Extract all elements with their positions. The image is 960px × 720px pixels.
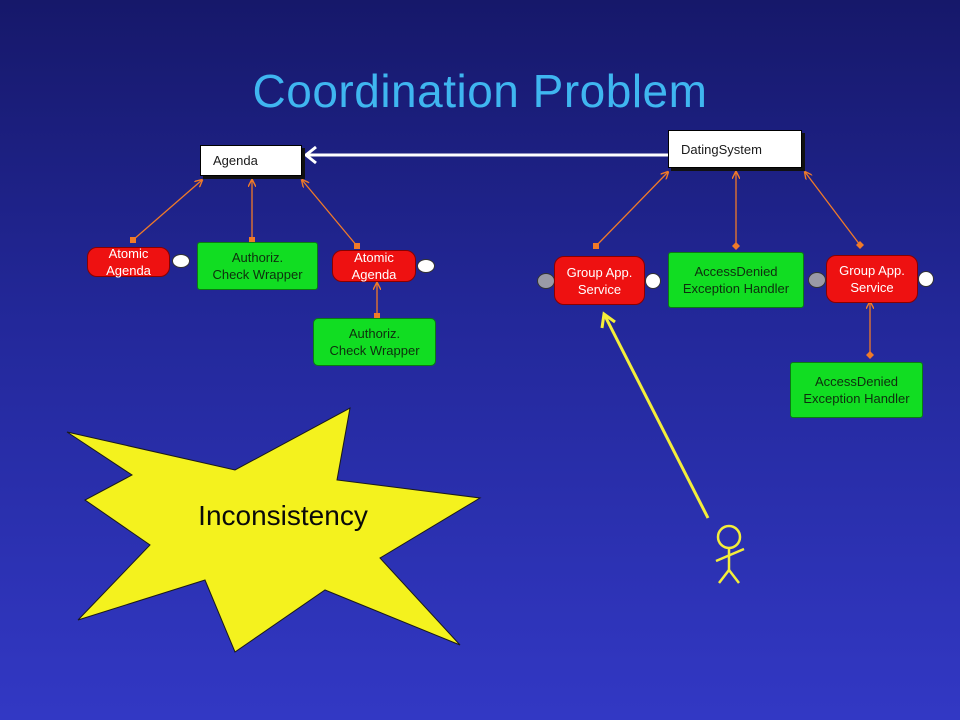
connector-group-app-service-2 xyxy=(805,172,864,249)
connector-group-app-service-1 xyxy=(593,172,668,249)
connector-access-denied-2 xyxy=(866,302,874,359)
inconsistency-burst xyxy=(66,407,482,653)
access-denied-handler-2-label: AccessDenied Exception Handler xyxy=(803,374,910,406)
agenda-label: Agenda xyxy=(213,153,258,168)
connector-authoriz-check-1 xyxy=(249,180,255,243)
access-denied-handler-2: AccessDenied Exception Handler xyxy=(790,362,923,418)
group-app-service-2-port-right xyxy=(918,271,934,287)
authoriz-check-wrapper-2: Authoriz. Check Wrapper xyxy=(313,318,436,366)
authoriz-check-wrapper-2-label: Authoriz. Check Wrapper xyxy=(329,326,420,358)
actor-arrow xyxy=(600,311,710,519)
atomic-agenda-1-port xyxy=(172,254,190,268)
group-app-service-1-port-left xyxy=(537,273,555,289)
group-app-service-2-port-left xyxy=(808,272,826,288)
dating-system-box: DatingSystem xyxy=(668,130,802,168)
connector-authoriz-check-2 xyxy=(374,283,380,319)
access-denied-handler-1: AccessDenied Exception Handler xyxy=(668,252,804,308)
dating-system-label: DatingSystem xyxy=(681,141,762,157)
atomic-agenda-2-label: Atomic Agenda xyxy=(351,250,397,282)
group-app-service-1: Group App. Service xyxy=(554,256,645,305)
connector-atomic-agenda-1 xyxy=(130,180,202,243)
inconsistency-label: Inconsistency xyxy=(198,500,368,531)
group-app-service-2-label: Group App. Service xyxy=(839,263,905,295)
connector-atomic-agenda-2 xyxy=(302,180,360,249)
user-stick-figure xyxy=(715,524,745,584)
connector-access-denied-1 xyxy=(732,172,740,250)
authoriz-check-wrapper-1: Authoriz. Check Wrapper xyxy=(197,242,318,290)
access-denied-handler-1-label: AccessDenied Exception Handler xyxy=(682,264,790,296)
atomic-agenda-1: Atomic Agenda xyxy=(87,246,170,278)
group-app-service-1-port-right xyxy=(645,273,661,289)
dating-to-agenda-arrow xyxy=(303,145,668,165)
atomic-agenda-2: Atomic Agenda xyxy=(332,250,416,282)
group-app-service-1-label: Group App. Service xyxy=(566,264,633,297)
group-app-service-2: Group App. Service xyxy=(826,255,918,303)
agenda-box: Agenda xyxy=(200,145,302,176)
atomic-agenda-1-label: Atomic Agenda xyxy=(106,246,151,278)
atomic-agenda-2-port xyxy=(417,259,435,273)
page-title: Coordination Problem xyxy=(252,65,708,117)
authoriz-check-wrapper-1-label: Authoriz. Check Wrapper xyxy=(212,250,303,282)
